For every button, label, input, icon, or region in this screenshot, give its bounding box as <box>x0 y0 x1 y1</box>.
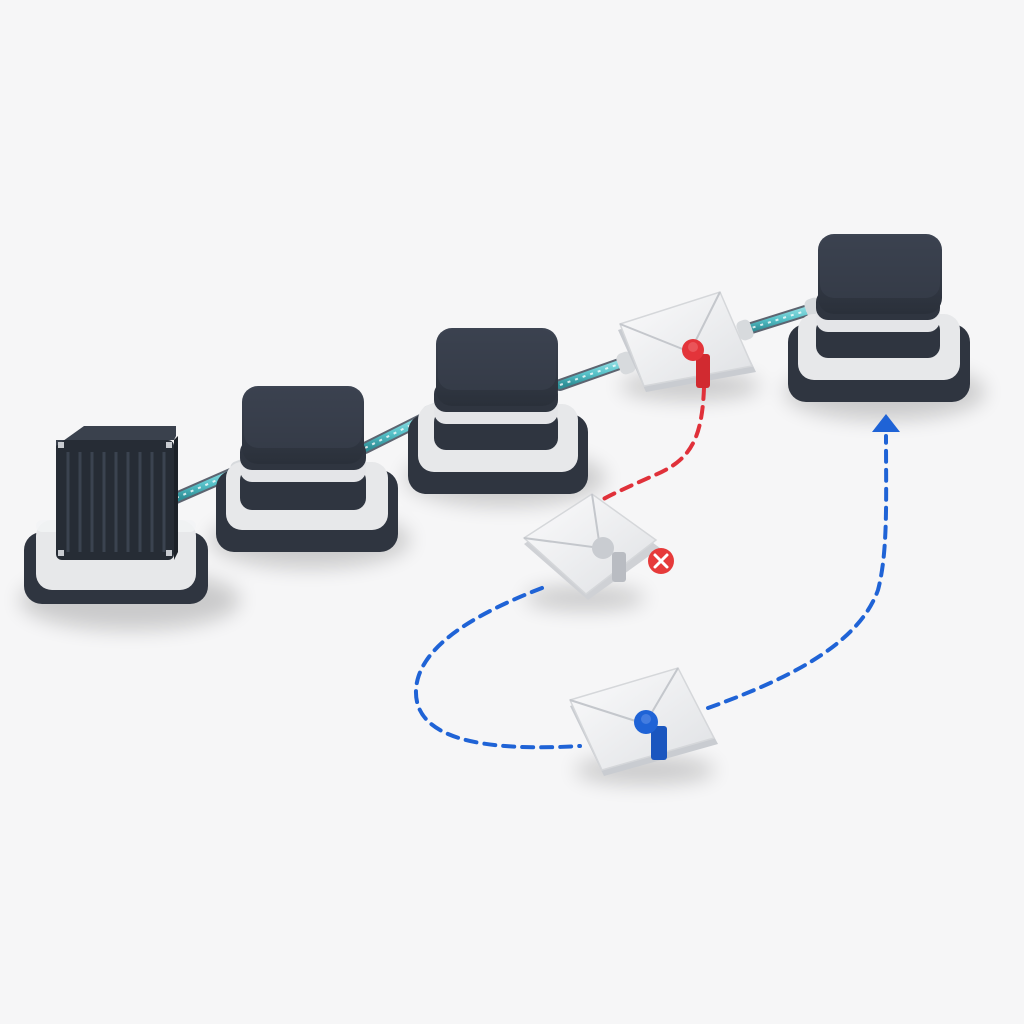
envelope-icon <box>619 291 754 387</box>
stack-node-3[interactable] <box>408 328 588 494</box>
blue-seal-icon <box>634 710 667 760</box>
layer-stack-icon <box>816 234 942 358</box>
pipe-4 <box>736 297 824 341</box>
x-icon <box>648 548 674 574</box>
envelope-blue[interactable] <box>568 667 718 776</box>
gray-seal-icon <box>592 537 626 582</box>
red-dashed-path <box>596 386 706 504</box>
layer-stack-icon <box>240 386 366 510</box>
up-arrow-icon <box>872 414 900 432</box>
stack-node-4[interactable] <box>788 234 970 402</box>
container-node[interactable] <box>24 426 208 604</box>
shipping-container-icon <box>56 426 178 560</box>
red-seal-icon <box>682 339 710 388</box>
envelope-icon <box>522 493 658 595</box>
pipe-3 <box>554 351 636 391</box>
stack-node-2[interactable] <box>216 386 398 552</box>
layer-stack-icon <box>434 328 558 450</box>
envelope-gray[interactable] <box>522 493 674 600</box>
blue-dashed-path-lower <box>413 586 582 750</box>
blue-dashed-path-upper <box>706 434 889 710</box>
envelope-red[interactable] <box>618 291 756 392</box>
